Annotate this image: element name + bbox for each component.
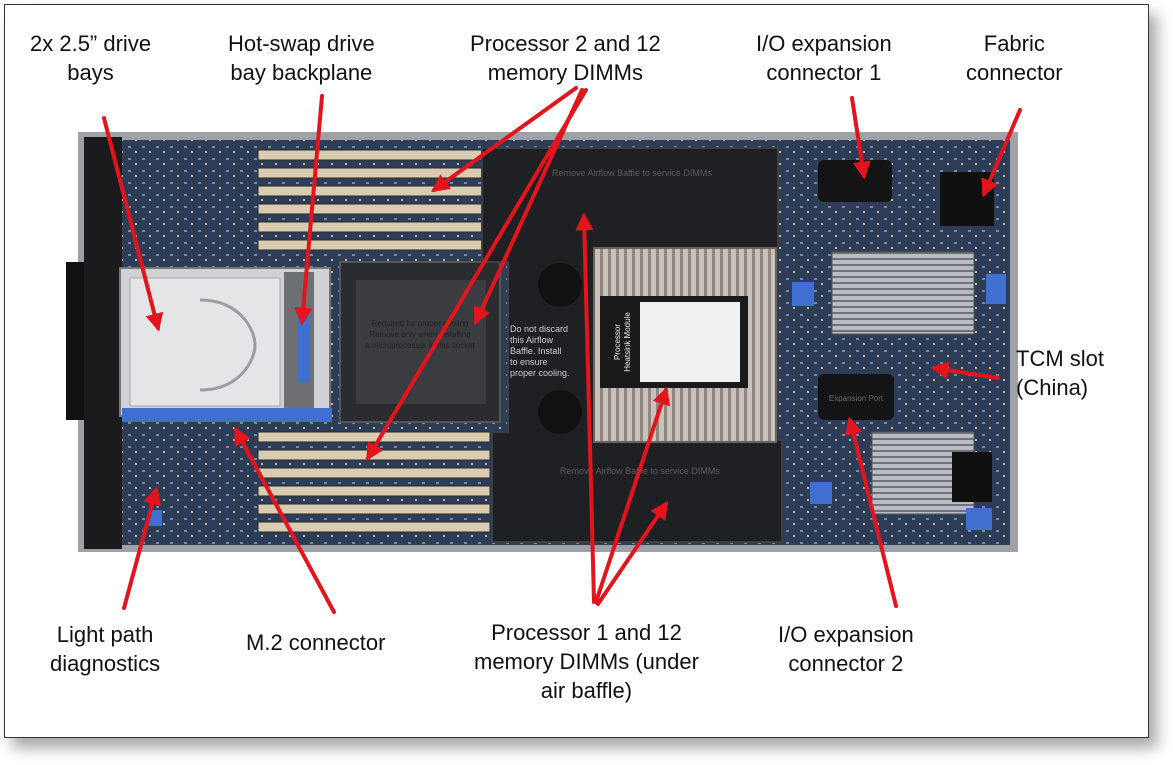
cpu-cover-line-1: Required for proper cooling [372,319,469,328]
processor-heatsink: Processor Heatsink Module [593,247,777,443]
arrow-light-path [122,486,161,610]
arrow-tcm [930,361,1000,380]
arrow-fabric [981,108,1022,198]
cpu-socket-cover: Required for proper cooling Remove only … [339,261,501,423]
label-tcm-slot: TCM slot(China) [1016,346,1104,400]
cpu-cover-line-3: a microprocessor in this socket [365,341,476,350]
heatsink-label-2: Heatsink Module [623,312,632,372]
arrow-proc2-a [431,86,578,193]
arrow-m2 [234,426,336,614]
callout-arrows [102,86,1022,614]
baffle-label-top: Remove Airflow Baffle to service DIMMs [552,168,712,178]
arrow-proc1-a [575,212,596,604]
air-baffle: Remove Airflow Baffle to service DIMMs R… [481,147,783,543]
label-m2-connector: M.2 connector [246,630,386,655]
arrow-backplane [294,94,324,326]
arrow-io2 [844,416,898,608]
drive-bay-cage [119,267,332,422]
warning-line-4: to ensure [510,357,548,367]
arrow-io1 [850,96,871,180]
arrow-proc2-c [366,88,588,462]
arrow-proc1-b [594,386,671,604]
arrow-proc1-c [596,501,669,606]
right-side-components: Expansion Port [148,160,1006,530]
warning-line-2: this Airflow [510,335,554,345]
cpu-cover-line-2: Remove only when installing [369,330,470,339]
warning-line-3: Baffle. Install [510,346,561,356]
warning-line-5: proper cooling. [510,368,570,378]
arrow-drive-bays [102,116,164,332]
warning-line-1: Do not discard [510,324,568,334]
expansion-port-label: Expansion Port [829,394,884,403]
heatsink-label-1: Processor [613,324,622,360]
